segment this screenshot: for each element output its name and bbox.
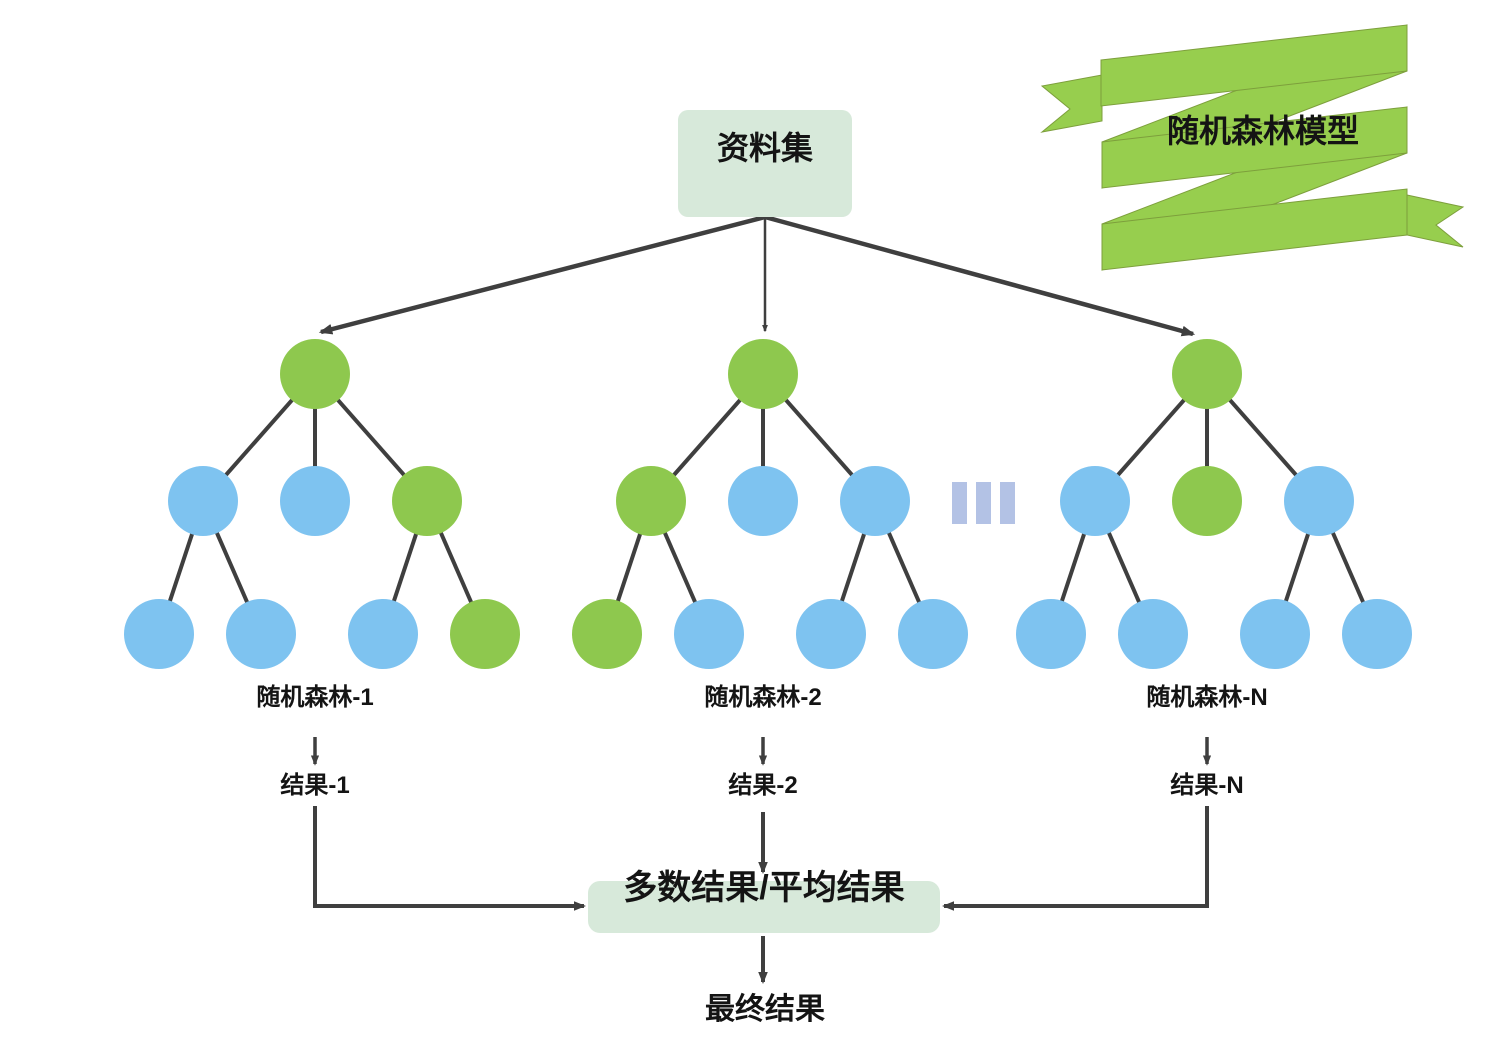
ribbon-left-tail bbox=[1040, 74, 1103, 133]
aggregate-label: 多数结果/平均结果 bbox=[623, 869, 905, 907]
ribbon-title: 随机森林模型 bbox=[1166, 113, 1359, 149]
result1-to-aggregate-arrow bbox=[313, 806, 586, 911]
dataset-label: 资料集 bbox=[716, 130, 813, 166]
dataset-box: 资料集 bbox=[678, 110, 852, 217]
result-label-2: 结果-2 bbox=[728, 772, 798, 799]
ribbon-bottom-band bbox=[1101, 188, 1408, 271]
tree-node-green bbox=[1172, 466, 1242, 536]
tree-node-blue bbox=[168, 466, 238, 536]
ellipsis-bar bbox=[976, 482, 991, 524]
tree-node-blue bbox=[1060, 466, 1130, 536]
ribbon-top-band bbox=[1100, 24, 1408, 107]
tree-leaf-node-blue bbox=[124, 599, 194, 669]
result-label-1: 结果-1 bbox=[280, 772, 350, 799]
tree-node-blue bbox=[280, 466, 350, 536]
tree-label-1: 随机森林-1 bbox=[256, 684, 374, 711]
tree-node-blue bbox=[840, 466, 910, 536]
tree-leaf-node-blue bbox=[348, 599, 418, 669]
ellipsis-bar bbox=[1000, 482, 1015, 524]
dataset-to-tree-arrow bbox=[318, 214, 766, 335]
ribbon-banner bbox=[1040, 24, 1465, 271]
tree-node-blue bbox=[728, 466, 798, 536]
tree-leaf-node-blue bbox=[1016, 599, 1086, 669]
tree-leaf-node-blue bbox=[1342, 599, 1412, 669]
tree-leaf-node-blue bbox=[226, 599, 296, 669]
tree-node-green bbox=[392, 466, 462, 536]
final-result-label: 最终结果 bbox=[705, 993, 825, 1026]
ribbon-right-tail bbox=[1406, 194, 1465, 248]
dataset-to-tree-arrow bbox=[764, 214, 1196, 337]
resultN-to-aggregate-arrow bbox=[942, 806, 1209, 911]
ribbon-middle-band bbox=[1101, 106, 1408, 189]
tree-root-node-green bbox=[728, 339, 798, 409]
tree-label-n: 随机森林-N bbox=[1146, 684, 1268, 711]
tree-label-2: 随机森林-2 bbox=[704, 684, 822, 711]
tree-leaf-node-blue bbox=[1118, 599, 1188, 669]
tree-node-green bbox=[616, 466, 686, 536]
tree-root-node-green bbox=[1172, 339, 1242, 409]
tree-root-node-green bbox=[280, 339, 350, 409]
tree-leaf-node-blue bbox=[796, 599, 866, 669]
tree-leaf-node-green bbox=[450, 599, 520, 669]
ellipsis-bar bbox=[952, 482, 967, 524]
result-label-n: 结果-N bbox=[1170, 772, 1244, 799]
aggregate-box: 多数结果/平均结果 bbox=[588, 869, 940, 933]
tree-leaf-node-blue bbox=[1240, 599, 1310, 669]
tree-leaf-node-blue bbox=[898, 599, 968, 669]
tree-node-blue bbox=[1284, 466, 1354, 536]
tree-leaf-node-blue bbox=[674, 599, 744, 669]
tree-leaf-node-green bbox=[572, 599, 642, 669]
